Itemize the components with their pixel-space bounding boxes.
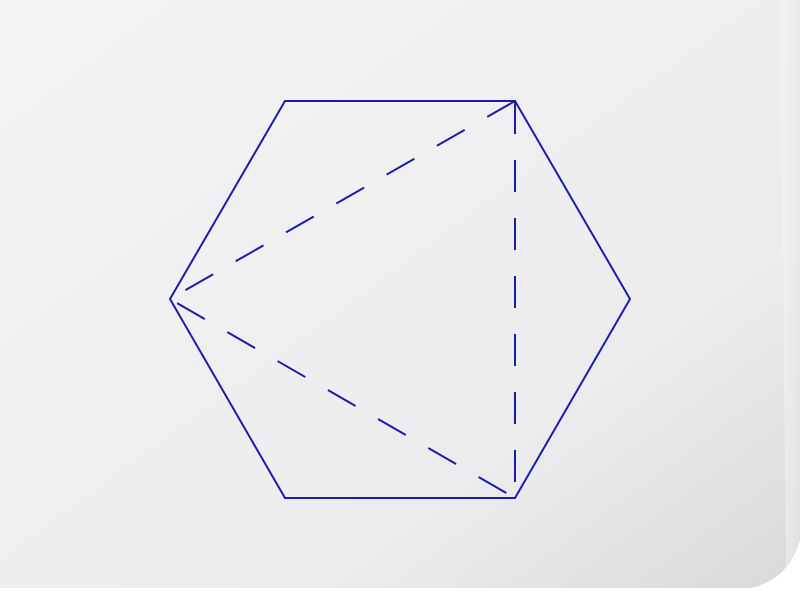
dashed-triangle xyxy=(167,100,516,500)
diagram-figure xyxy=(167,100,632,500)
paper-right-edge xyxy=(780,0,800,566)
